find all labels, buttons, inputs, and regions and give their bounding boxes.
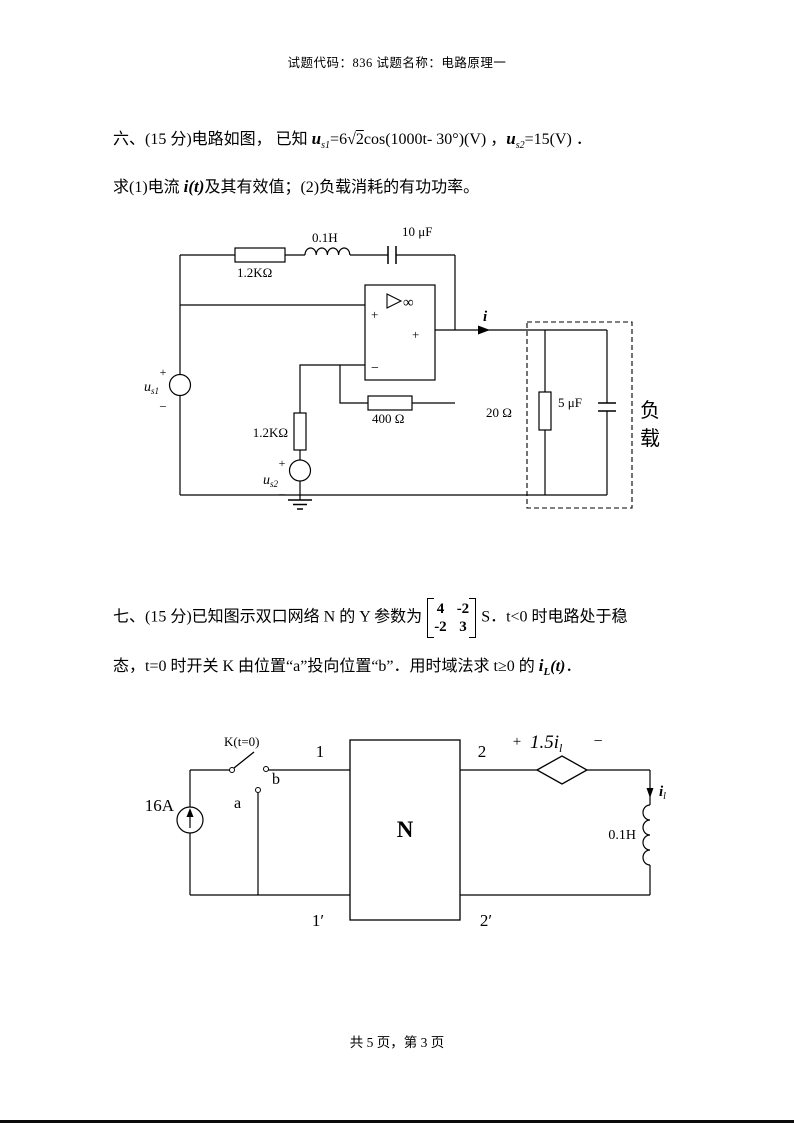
resistor-20-load [538,391,552,431]
capacitor-10uf [387,246,397,264]
load-char-1: 负 [640,399,660,422]
us2-eq: =15(V) ． [524,131,592,148]
switch-blade [233,751,255,769]
us2-symbol: u [506,129,516,148]
terminal-2p-label: 2′ [480,911,492,930]
dependent-source-plus: + [513,734,521,750]
problem6-line2: 求(1)电流 i(t)及其有效值；(2)负载消耗的有功功率。 [113,176,479,199]
inductor-0p1h-2 [642,804,651,866]
circuit-diagram-2: K(t=0) b a 16A N 1 2 1′ 2′ + 1.5il − il … [145,732,666,930]
il-arrow-icon [646,788,654,798]
opamp-triangle-icon [386,293,403,309]
us1-expr: cos(1000t- 30°)(V) ， [363,131,507,148]
matrix-cell-21: -2 [434,619,447,635]
resistor-1k2-left-label: 1.2KΩ [253,425,288,440]
circuit1-wires [179,254,608,500]
ground-icon [288,499,312,510]
source-us2-minus: − [278,487,285,502]
opamp-infinity: ∞ [403,295,414,311]
resistor-400 [367,395,413,411]
source-us1-minus: − [159,399,166,414]
opamp-minus-input: − [371,361,379,376]
resistor-1k2-left [293,412,307,451]
problem7-line1: 七、(15 分)已知图示双口网络 N 的 Y 参数为 4 -2 -2 3 S．t<0 时电… [113,598,628,638]
resistor-20-label: 20 Ω [486,405,512,420]
contact-a-label: a [234,795,241,812]
network-n-label: N [397,817,414,842]
circuit2-wires [189,769,651,896]
resistor-400-label: 400 Ω [372,411,404,426]
problem6-ask-a: 求(1)电流 [113,179,184,196]
page-bottom-edge [0,1120,794,1123]
source-us1 [168,373,192,397]
y-parameter-matrix: 4 -2 -2 3 [427,598,477,638]
dependent-source-value: 1.5il [530,732,563,755]
terminal-1-label: 1 [316,742,325,761]
problem7-end: ． [565,658,582,675]
inductor-0p1h-2-label: 0.1H [608,828,636,843]
page-footer: 共 5 页，第 3 页 [349,1035,445,1050]
switch-contact-b [263,766,269,772]
dependent-source-diamond [535,755,589,785]
capacitor-5uf-load [598,402,616,412]
us1-symbol: u [311,129,322,148]
inductor-0p1h [304,247,351,256]
current-i-label: i [483,309,488,325]
capacitor-5uf-label: 5 μF [558,395,582,410]
resistor-1k2-top-label: 1.2KΩ [237,265,272,280]
problem6-ask-b: 及其有效值；(2)负载消耗的有功功率。 [204,179,480,196]
iL-subscript: L [543,666,551,679]
source-us1-plus: + [160,365,167,379]
il-label: il [659,784,666,802]
source-us2 [288,459,312,482]
matrix-cell-12: -2 [456,601,470,617]
opamp-output-plus: + [412,327,419,342]
switch-pivot [229,767,235,773]
load-dashed-box [526,321,633,509]
us1-subscript: s1 [321,140,331,152]
contact-b-label: b [272,771,280,788]
capacitor-10uf-label: 10 μF [402,224,432,239]
switch-label: K(t=0) [224,734,260,749]
network-n-box [349,739,461,921]
sqrt-sign: √ [347,131,356,148]
current-it: i(t) [183,177,205,196]
problem6-line1: 六、(15 分)电路如图， 已知 us1=6√2cos(1000t- 30°)(… [113,128,592,153]
load-char-2: 载 [640,427,660,450]
matrix-cell-11: 4 [436,601,445,617]
us1-eq: =6 [330,131,348,148]
source-us2-label: us2 [263,473,279,489]
opamp-plus-input: + [371,307,378,322]
problem7-after-matrix: S．t<0 时电路处于稳 [481,608,628,626]
matrix-cell-22: 3 [459,619,467,635]
page-header: 试题代码：836 试题名称：电路原理一 [287,56,507,70]
resistor-1k2-top [234,247,286,263]
source-us1-label: us1 [144,380,159,396]
terminal-2-label: 2 [478,742,487,761]
inductor-0p1h-label: 0.1H [312,230,338,245]
current-source-arrow-icon [186,808,194,817]
terminal-1p-label: 1′ [312,911,324,930]
problem7-intro: 七、(15 分)已知图示双口网络 N 的 Y 参数为 [113,608,423,626]
us2-subscript: s2 [515,140,525,152]
current-i-arrow-icon [478,325,490,335]
circuit-diagram-1: ∞ + − + i 400 Ω 1.2KΩ + us1 − + us2 − 20… [144,224,660,510]
iL-symbol: i [538,656,544,675]
current-source-label: 16A [145,796,175,815]
problem6-intro: 六、(15 分)电路如图， 已知 [113,131,308,148]
source-us2-plus: + [279,456,286,470]
dependent-source-minus: − [593,733,602,750]
problem7-line2: 态，t=0 时开关 K 由位置“a”投向位置“b”．用时域法求 t≥0 的 iL… [113,655,581,680]
problem7-line2-text: 态，t=0 时开关 K 由位置“a”投向位置“b”．用时域法求 t≥0 的 [113,658,539,675]
iL-t: (t) [550,658,566,675]
switch-contact-a [255,787,261,793]
sqrt-radicand: 2 [355,131,364,148]
